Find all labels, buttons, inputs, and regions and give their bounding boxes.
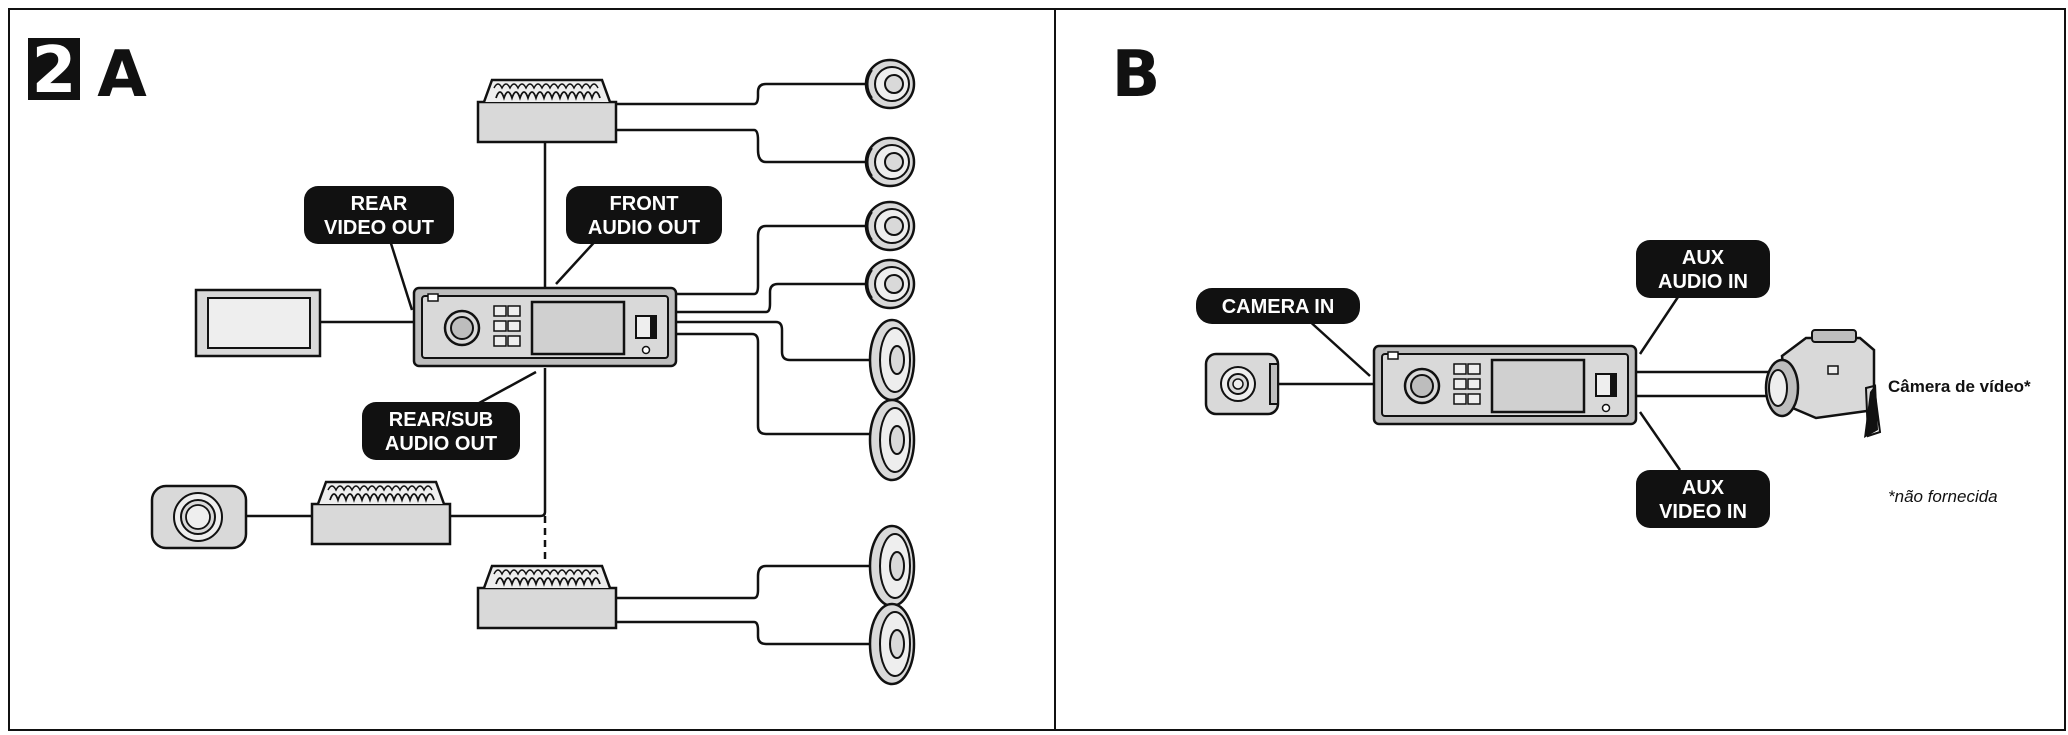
- speaker-rear-left: [868, 524, 916, 608]
- subwoofer: [150, 484, 248, 550]
- panel-b-letter: B: [1112, 38, 1161, 112]
- panel-a-letter: A: [97, 38, 147, 112]
- label-camera-in: CAMERA IN: [1196, 288, 1360, 324]
- label-rear-video-out: REAR VIDEO OUT: [304, 186, 454, 244]
- svg-text:AUDIO IN: AUDIO IN: [1658, 271, 1748, 293]
- label-front-audio-out: FRONT AUDIO OUT: [566, 186, 722, 244]
- svg-text:FRONT: FRONT: [610, 193, 679, 215]
- speaker-front-left: [864, 58, 916, 110]
- svg-text:AUDIO OUT: AUDIO OUT: [385, 433, 497, 455]
- svg-text:CAMERA IN: CAMERA IN: [1222, 296, 1335, 318]
- speaker-tweeter-left: [864, 200, 916, 252]
- step-number: 2: [32, 34, 77, 108]
- head-unit-b: [1372, 344, 1638, 426]
- svg-text:REAR/SUB: REAR/SUB: [389, 409, 493, 431]
- svg-text:AUX: AUX: [1682, 247, 1725, 269]
- speaker-oval-1: [868, 318, 916, 402]
- label-aux-video-in: AUX VIDEO IN: [1636, 470, 1770, 528]
- svg-text:VIDEO OUT: VIDEO OUT: [324, 217, 434, 239]
- svg-text:AUX: AUX: [1682, 477, 1725, 499]
- label-aux-audio-in: AUX AUDIO IN: [1636, 240, 1770, 298]
- speaker-oval-2: [868, 398, 916, 482]
- head-unit-a: [412, 286, 678, 368]
- svg-text:REAR: REAR: [351, 193, 408, 215]
- svg-text:VIDEO IN: VIDEO IN: [1659, 501, 1747, 523]
- rear-camera: [1204, 352, 1280, 416]
- footnote: *não fornecida: [1888, 487, 1998, 506]
- rear-monitor: [194, 288, 322, 358]
- speaker-front-right: [864, 136, 916, 188]
- amplifier-subwoofer: [310, 480, 452, 546]
- speaker-tweeter-right: [864, 258, 916, 310]
- amplifier-front: [476, 78, 618, 144]
- panel-a-wires: [246, 82, 870, 646]
- speaker-rear-right: [868, 602, 916, 686]
- amplifier-rear: [476, 564, 618, 630]
- label-rear-sub-audio-out: REAR/SUB AUDIO OUT: [362, 402, 520, 460]
- video-camera: [1764, 329, 1882, 438]
- svg-text:AUDIO OUT: AUDIO OUT: [588, 217, 700, 239]
- rear-video-out-pointer: [386, 233, 414, 311]
- panel-b-wires: [1278, 293, 1770, 471]
- camcorder-caption: Câmera de vídeo*: [1888, 377, 2031, 396]
- step-number-box: [28, 38, 80, 100]
